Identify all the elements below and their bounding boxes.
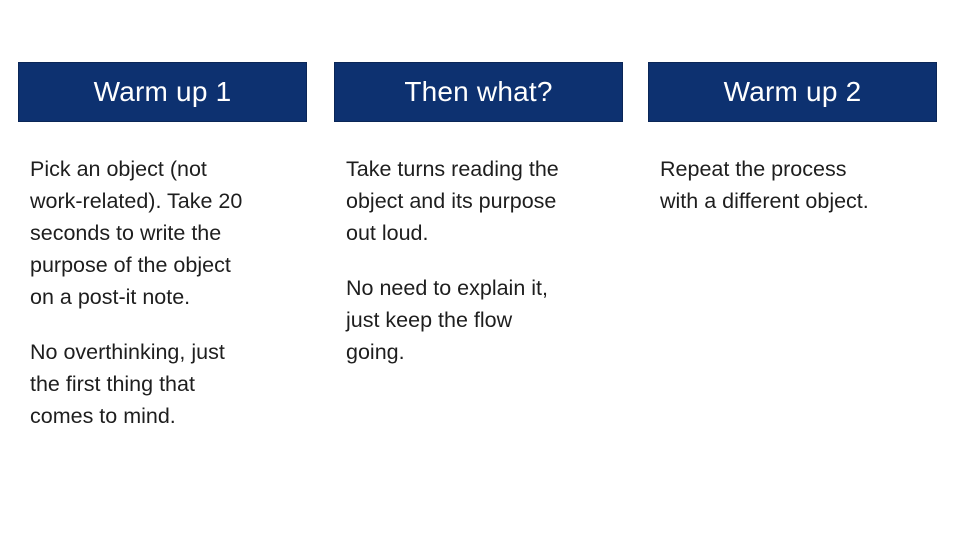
body-text-warm-up-2: Repeat the process with a different obje… bbox=[648, 153, 937, 217]
column-warm-up-1: Warm up 1 Pick an object (not work-relat… bbox=[18, 62, 307, 455]
paragraph: Repeat the process with a different obje… bbox=[660, 157, 869, 213]
header-label-warm-up-1: Warm up 1 bbox=[93, 76, 232, 107]
header-label-warm-up-2: Warm up 2 bbox=[723, 76, 862, 107]
column-then-what: Then what? Take turns reading the object… bbox=[334, 62, 623, 391]
body-text-warm-up-1: Pick an object (not work-related). Take … bbox=[18, 153, 307, 432]
paragraph: No overthinking, just the first thing th… bbox=[30, 340, 225, 428]
header-box-warm-up-2: Warm up 2 bbox=[648, 62, 937, 122]
header-label-then-what: Then what? bbox=[404, 76, 553, 107]
header-box-warm-up-1: Warm up 1 bbox=[18, 62, 307, 122]
paragraph: Pick an object (not work-related). Take … bbox=[30, 157, 243, 309]
paragraph: No need to explain it, just keep the flo… bbox=[346, 276, 548, 364]
header-box-then-what: Then what? bbox=[334, 62, 623, 122]
column-warm-up-2: Warm up 2 Repeat the process with a diff… bbox=[648, 62, 937, 240]
body-text-then-what: Take turns reading the object and its pu… bbox=[334, 153, 623, 368]
paragraph: Take turns reading the object and its pu… bbox=[346, 157, 559, 245]
